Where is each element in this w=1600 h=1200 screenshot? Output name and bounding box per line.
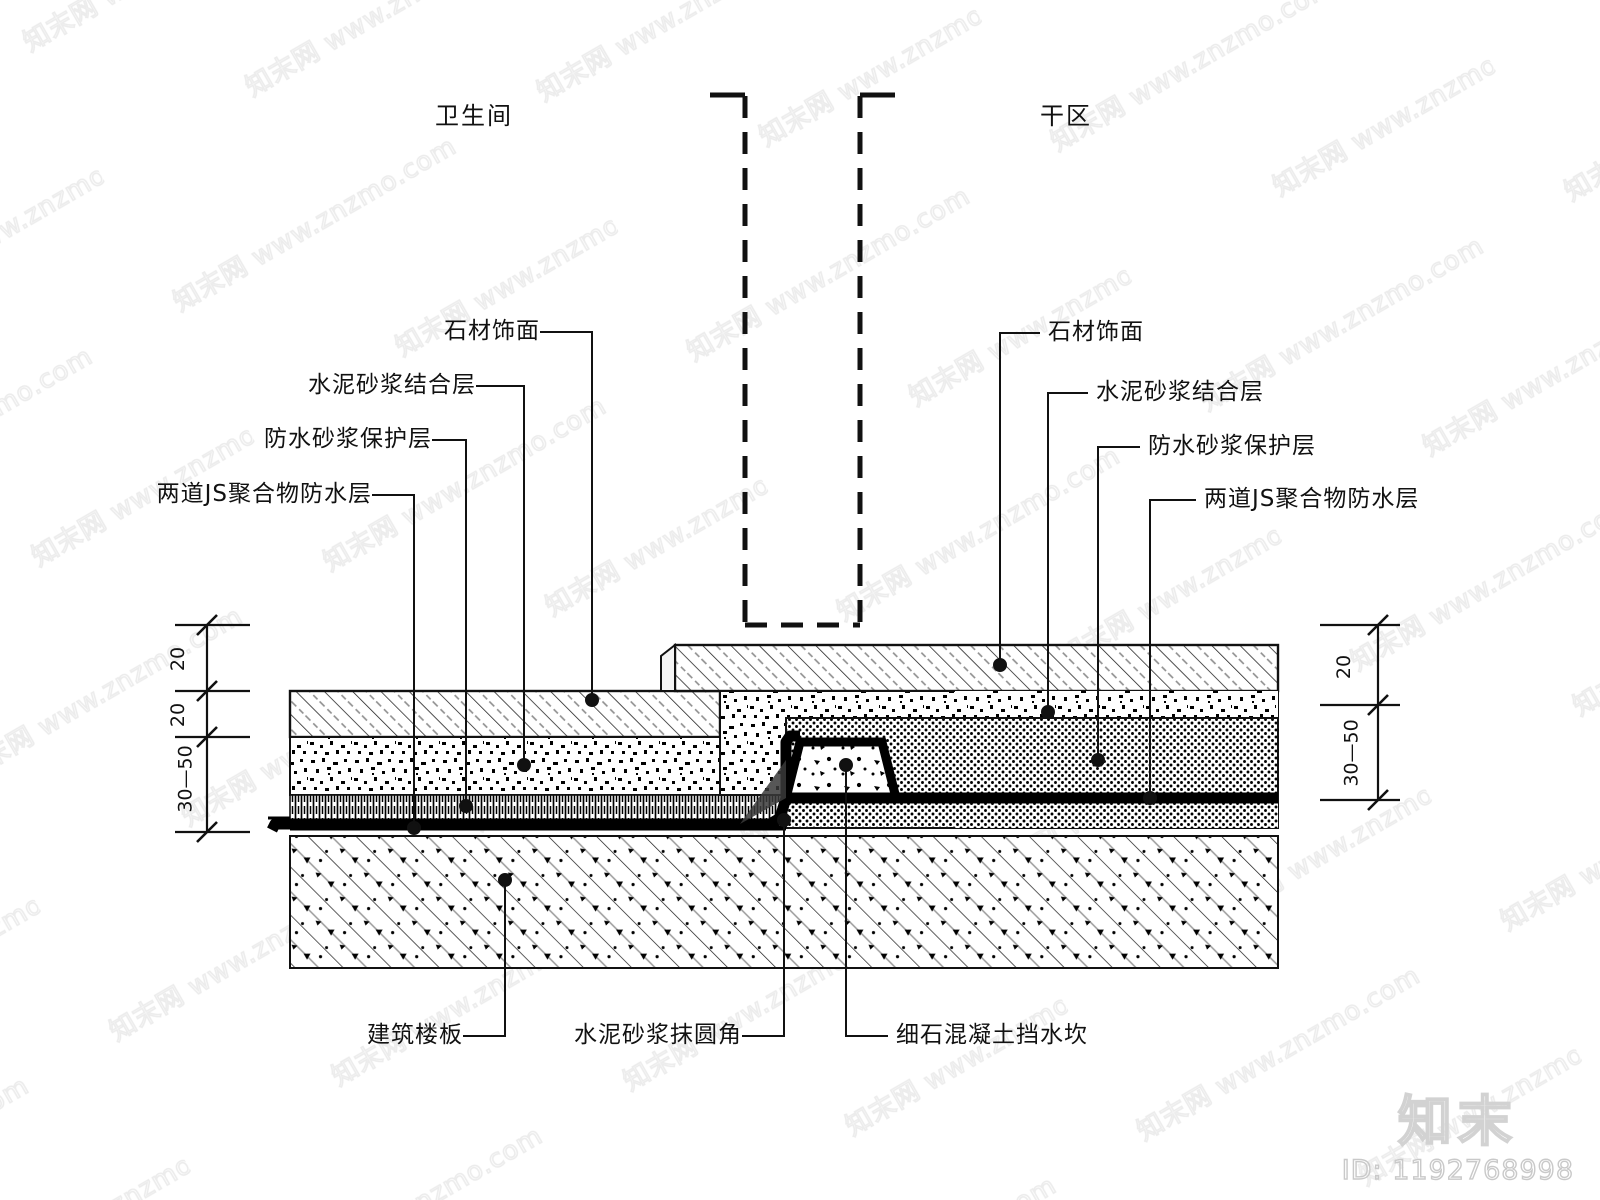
dimension-left-2: 20 [167, 702, 190, 728]
left-leader-lines [372, 331, 599, 835]
wet-area-buildup [288, 689, 787, 829]
room-label-right: 干区 [1040, 102, 1092, 130]
drawing-id-text: ID: 1192768998 [1341, 1154, 1574, 1186]
callout-right-waterproof-mortar: 防水砂浆保护层 [1148, 433, 1316, 459]
callout-bottom-concrete-kerb: 细石混凝土挡水坎 [896, 1022, 1088, 1048]
right-dimension-chain [1320, 614, 1400, 811]
dimension-left-3: 30—50 [174, 745, 197, 813]
right-leader-lines [993, 332, 1196, 805]
brand-logo-text: 知末 [1397, 1090, 1518, 1154]
callout-right-mortar-bond: 水泥砂浆结合层 [1096, 379, 1264, 405]
room-label-left: 卫生间 [435, 102, 513, 130]
dimension-right-1: 20 [1333, 654, 1356, 680]
callout-left-waterproof-mortar: 防水砂浆保护层 [264, 426, 432, 452]
dimension-left-1: 20 [167, 646, 190, 672]
door-opening-dashed [742, 96, 863, 628]
callout-left-stone-finish: 石材饰面 [444, 318, 540, 344]
site-brand-watermark: 知末 ID: 1192768998 [1341, 1090, 1574, 1187]
bottom-leader-lines [463, 758, 888, 1037]
js-waterproof-membrane [267, 730, 1278, 833]
callout-bottom-floor-slab: 建筑楼板 [367, 1022, 463, 1048]
callout-right-stone-finish: 石材饰面 [1048, 319, 1144, 345]
callout-bottom-mortar-fillet: 水泥砂浆抹圆角 [574, 1022, 742, 1048]
callout-left-js-membrane: 两道JS聚合物防水层 [156, 481, 372, 507]
callout-left-mortar-bond: 水泥砂浆结合层 [308, 372, 476, 398]
left-dimension-chain [175, 614, 250, 843]
callout-right-js-membrane: 两道JS聚合物防水层 [1204, 486, 1420, 512]
dimension-right-2: 30—50 [1340, 719, 1363, 787]
